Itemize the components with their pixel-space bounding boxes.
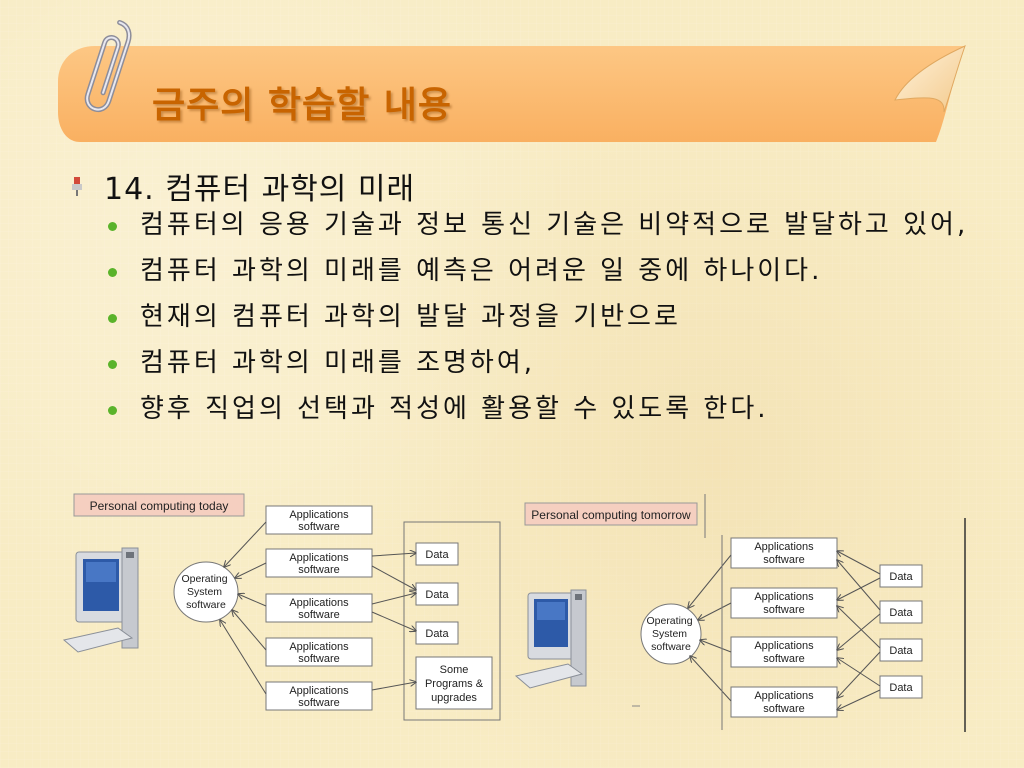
list-item: 컴퓨터의 응용 기술과 정보 통신 기술은 비약적으로 발달하고 있어,	[104, 208, 984, 242]
tomorrow-data-label: Data	[889, 682, 913, 694]
tomorrow-label-box	[524, 502, 698, 526]
today-app-label: Applications	[289, 597, 349, 609]
today-label: Personal computing today	[90, 499, 229, 513]
tomorrow-app-box	[730, 537, 838, 569]
today-app-label: software	[298, 521, 340, 533]
today-os-line: System	[187, 586, 222, 598]
tomorrow-os-line: System	[652, 628, 687, 640]
today-os-ellipse	[173, 561, 239, 623]
diagram-today: Personal computing today Operating Syste…	[62, 493, 501, 721]
today-app-box	[265, 593, 373, 623]
tomorrow-app-label: software	[763, 604, 805, 616]
today-app-label: software	[298, 564, 340, 576]
svg-text:Operating System s: Operating System software	[646, 615, 695, 653]
tomorrow-app-label: software	[763, 554, 805, 566]
today-data-label: Data	[425, 628, 449, 640]
title-banner	[58, 19, 966, 142]
today-data-label: Data	[425, 549, 449, 561]
today-app-label: Applications	[289, 685, 349, 697]
pin-bullet-icon	[72, 177, 82, 196]
today-app-box	[265, 681, 373, 711]
tomorrow-app-label: software	[763, 653, 805, 665]
today-data-label: Data	[425, 589, 449, 601]
section-heading: 14. 컴퓨터 과학의 미래	[70, 164, 415, 208]
tomorrow-app-box	[730, 636, 838, 668]
tomorrow-data-label: Data	[889, 645, 913, 657]
computer-icon	[62, 547, 139, 653]
today-app-label: Applications	[289, 509, 349, 521]
tomorrow-app-label: Applications	[754, 690, 814, 702]
today-programs-label: Programs &	[425, 678, 484, 690]
tomorrow-data-box	[879, 564, 923, 588]
list-item: 컴퓨터 과학의 미래를 조명하여,	[104, 346, 984, 380]
tomorrow-app-label: Applications	[754, 640, 814, 652]
bullet-list: 컴퓨터의 응용 기술과 정보 통신 기술은 비약적으로 발달하고 있어, 컴퓨터…	[104, 208, 984, 438]
today-os-line: software	[186, 599, 226, 611]
diagram-tomorrow: Personal computing tomorrow Operating Sy…	[514, 502, 966, 732]
section-title: 14. 컴퓨터 과학의 미래	[104, 172, 416, 207]
tomorrow-label: Personal computing tomorrow	[531, 508, 691, 522]
tomorrow-app-label: Applications	[754, 541, 814, 553]
list-item: 향후 직업의 선택과 적성에 활용할 수 있도록 한다.	[104, 392, 984, 426]
tomorrow-app-label: Applications	[754, 591, 814, 603]
bullet-dot-icon	[108, 222, 117, 231]
bullet-dot-icon	[108, 406, 117, 415]
list-item: 현재의 컴퓨터 과학의 발달 과정을 기반으로	[104, 300, 984, 334]
tomorrow-os-line: software	[651, 641, 691, 653]
today-app-label: Applications	[289, 641, 349, 653]
computer-icon	[514, 589, 587, 689]
page-title: 금주의 학습할 내용	[152, 85, 453, 126]
tomorrow-data-box	[879, 675, 923, 699]
tomorrow-data-label: Data	[889, 571, 913, 583]
today-programs-box	[415, 656, 493, 710]
paperclip-icon	[84, 19, 132, 113]
tomorrow-data-box	[879, 600, 923, 624]
today-os-line: Operating	[181, 573, 227, 585]
tomorrow-app-box	[730, 686, 838, 718]
tomorrow-data-label: Data	[889, 607, 913, 619]
today-programs-label: upgrades	[431, 692, 477, 704]
tomorrow-app-box	[730, 587, 838, 619]
tomorrow-app-label: software	[763, 703, 805, 715]
bullet-dot-icon	[108, 314, 117, 323]
today-app-box	[265, 505, 373, 535]
today-app-label: software	[298, 697, 340, 709]
today-programs-label: Some	[440, 664, 469, 676]
list-item: 컴퓨터 과학의 미래를 예측은 어려운 일 중에 하나이다.	[104, 254, 984, 288]
page-curl	[894, 45, 966, 113]
today-app-box	[265, 637, 373, 667]
bullet-dot-icon	[108, 360, 117, 369]
today-label-box	[73, 493, 245, 517]
tomorrow-data-box	[879, 638, 923, 662]
computing-diagram: Personal computing today Operating Syste…	[62, 493, 966, 732]
today-app-label: Applications	[289, 552, 349, 564]
today-data-box	[415, 621, 459, 645]
svg-text:Operating System s: Operating System software	[181, 573, 230, 611]
today-app-label: software	[298, 653, 340, 665]
today-data-container	[403, 521, 501, 721]
today-app-label: software	[298, 609, 340, 621]
tomorrow-os-line: Operating	[646, 615, 692, 627]
tomorrow-os-ellipse	[640, 603, 702, 665]
bullet-dot-icon	[108, 268, 117, 277]
